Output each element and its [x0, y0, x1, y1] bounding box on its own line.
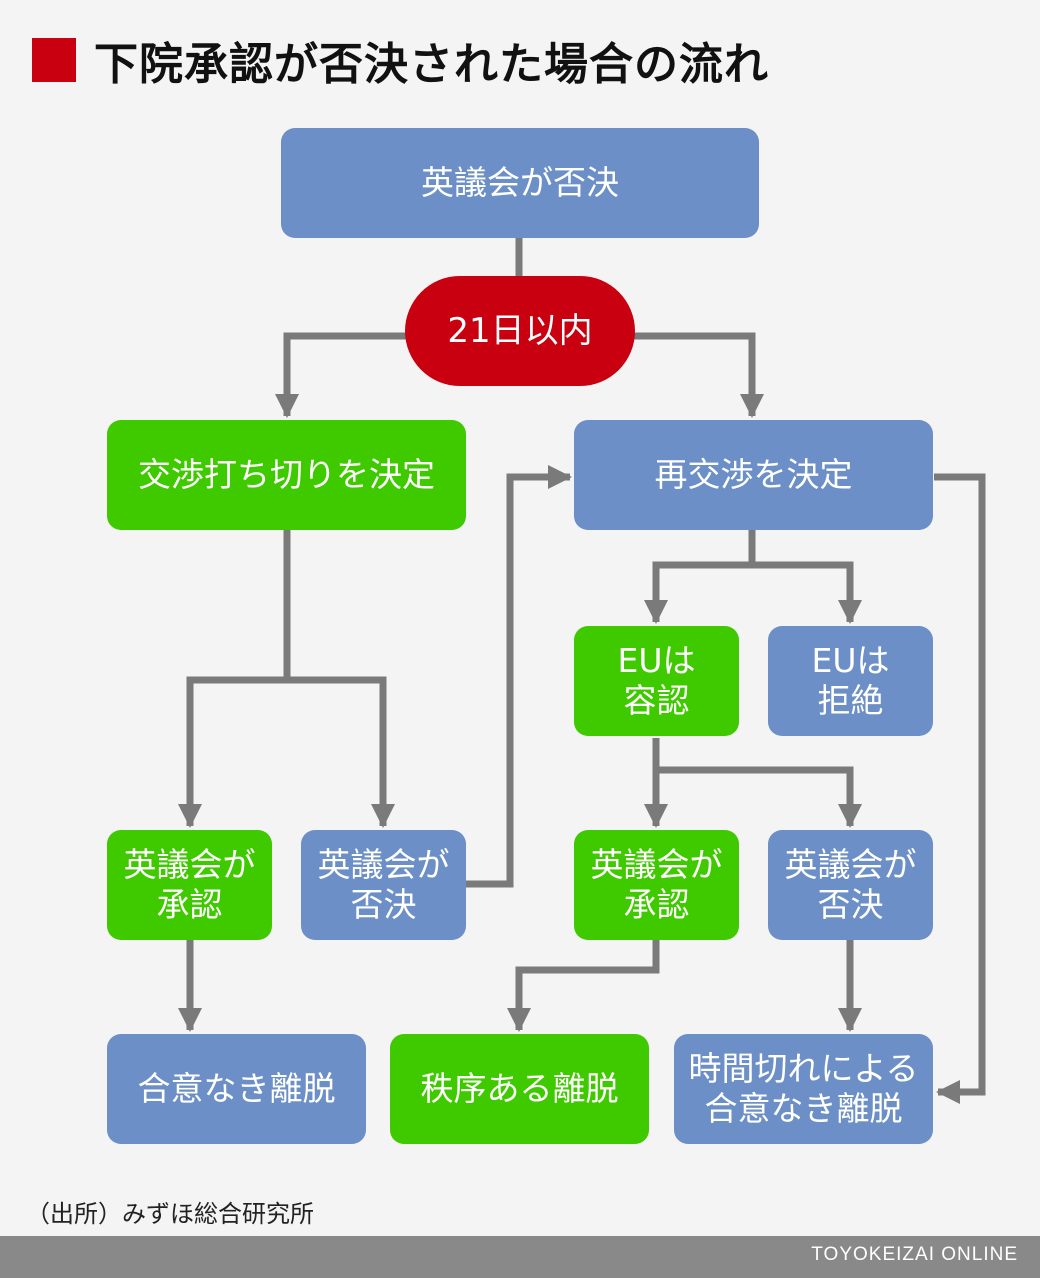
arrow-to-timeout-exit	[934, 473, 986, 1104]
node-no-deal-exit: 合意なき離脱	[107, 1034, 366, 1144]
node-parliament-rejects: 英議会が否決	[281, 128, 759, 238]
arrow-loop-to-renegotiate	[466, 465, 572, 888]
arrow-to-eu-refuses	[752, 561, 862, 624]
node-right-rejects: 英議会が 否決	[768, 830, 933, 940]
arrow-to-end-negotiations	[275, 332, 408, 418]
node-end-negotiations: 交渉打ち切りを決定	[107, 420, 466, 530]
source-note: （出所）みずほ総合研究所	[26, 1200, 314, 1228]
footer-bar: TOYOKEIZAI ONLINE	[0, 1236, 1040, 1278]
arrow-to-eu-accepts	[644, 561, 752, 624]
title-text: 下院承認が否決された場合の流れ	[94, 39, 769, 90]
node-left-rejects: 英議会が 否決	[301, 830, 466, 940]
node-right-approves: 英議会が 承認	[574, 830, 739, 940]
arrow-to-right-rejects	[656, 766, 862, 828]
node-timeout-no-deal-exit: 時間切れによる 合意なき離脱	[674, 1034, 933, 1144]
arrow-to-left-approves	[178, 676, 287, 828]
node-renegotiate: 再交渉を決定	[574, 420, 933, 530]
node-orderly-exit: 秩序ある離脱	[390, 1034, 649, 1144]
arrow-to-renegotiate	[632, 332, 764, 418]
node-left-approves: 英議会が 承認	[107, 830, 272, 940]
chart-title: 下院承認が否決された場合の流れ	[32, 30, 769, 90]
node-within-21-days: 21日以内	[405, 276, 635, 386]
title-marker-square	[32, 38, 76, 82]
brand-label: TOYOKEIZAI ONLINE	[811, 1244, 1018, 1265]
node-eu-accepts: EUは 容認	[574, 626, 739, 736]
arrow-to-left-rejects	[287, 676, 395, 828]
node-eu-refuses: EUは 拒絶	[768, 626, 933, 736]
arrow-to-orderly-exit	[507, 940, 660, 1032]
